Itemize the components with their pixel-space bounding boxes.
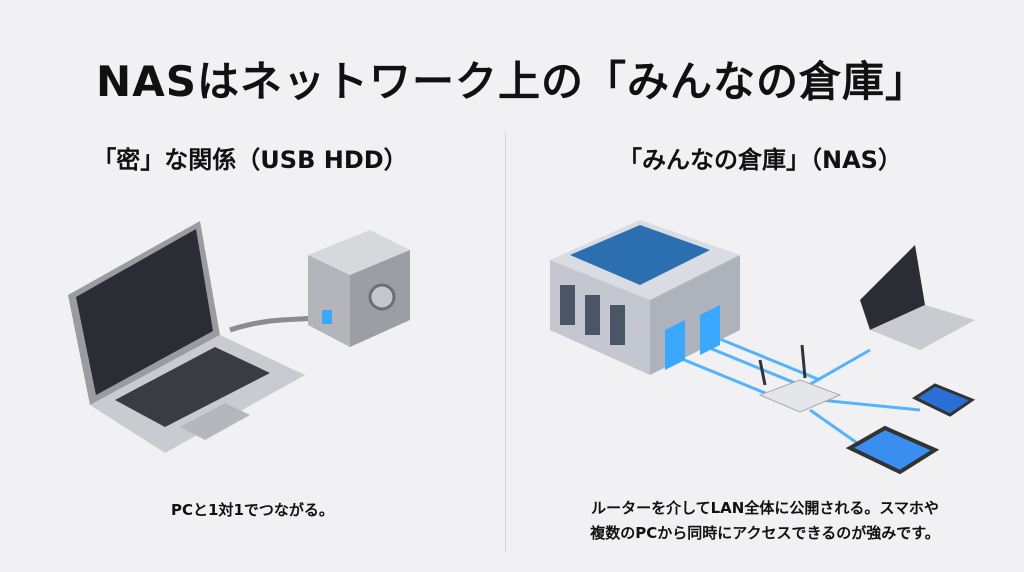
usb-hdd-caption: PCと1対1でつながる。 [171, 501, 334, 519]
laptop-illustration [68, 221, 305, 453]
nas-caption-line-1: ルーターを介してLAN全体に公開される。スマホや [591, 499, 939, 517]
warehouse-icon [550, 220, 740, 375]
smartphone-icon [911, 383, 976, 417]
divider [505, 132, 506, 552]
hdd-safe-icon [308, 230, 410, 347]
nas-network-illustration [550, 220, 976, 475]
nas-heading: 「みんなの倉庫」（NAS） [618, 146, 902, 174]
router-icon [758, 344, 842, 413]
nas-caption-line-2: 複数のPCから同時にアクセスできるのが強みです。 [590, 524, 940, 542]
slide-title: NASはネットワーク上の「みんなの倉庫」 [96, 57, 928, 106]
usb-hdd-heading: 「密」な関係（USB HDD） [92, 146, 408, 174]
tablet-icon [845, 425, 940, 475]
nas-caption: ルーターを介してLAN全体に公開される。スマホや 複数のPCから同時にアクセスで… [520, 496, 1010, 546]
laptop-small-icon [860, 245, 975, 350]
